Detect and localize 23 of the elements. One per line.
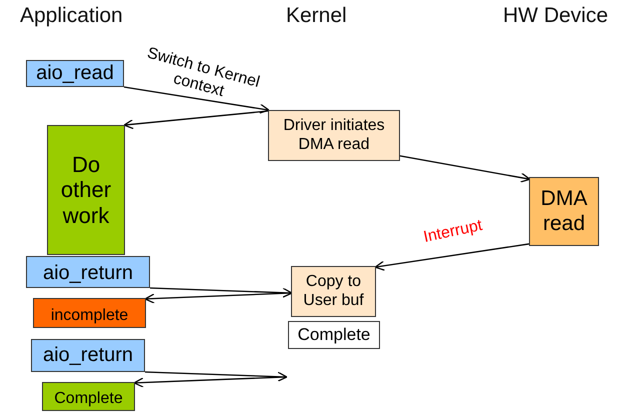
arrow — [144, 292, 292, 304]
process-box: Complete — [42, 382, 135, 411]
column-heading: Application — [20, 4, 123, 28]
process-box: incomplete — [33, 298, 146, 328]
process-box: Do other work — [47, 125, 125, 255]
process-box: Complete — [288, 321, 380, 349]
column-heading: HW Device — [503, 4, 608, 28]
arrow — [144, 371, 288, 382]
arrow — [123, 110, 268, 130]
process-box: Copy to User buf — [291, 266, 376, 317]
edge-label: Interrupt — [420, 216, 484, 248]
process-box: aio_return — [26, 256, 150, 288]
process-box: Driver initiates DMA read — [268, 110, 400, 161]
arrow — [400, 155, 531, 183]
arrow — [133, 376, 286, 388]
process-box: DMA read — [529, 177, 599, 246]
arrow — [150, 287, 293, 298]
arrow — [374, 243, 530, 271]
process-box: aio_return — [31, 339, 145, 372]
process-box: aio_read — [26, 60, 124, 87]
arrow — [124, 86, 270, 114]
edge-label: Switch to Kernel context — [144, 43, 262, 102]
column-heading: Kernel — [286, 4, 347, 28]
